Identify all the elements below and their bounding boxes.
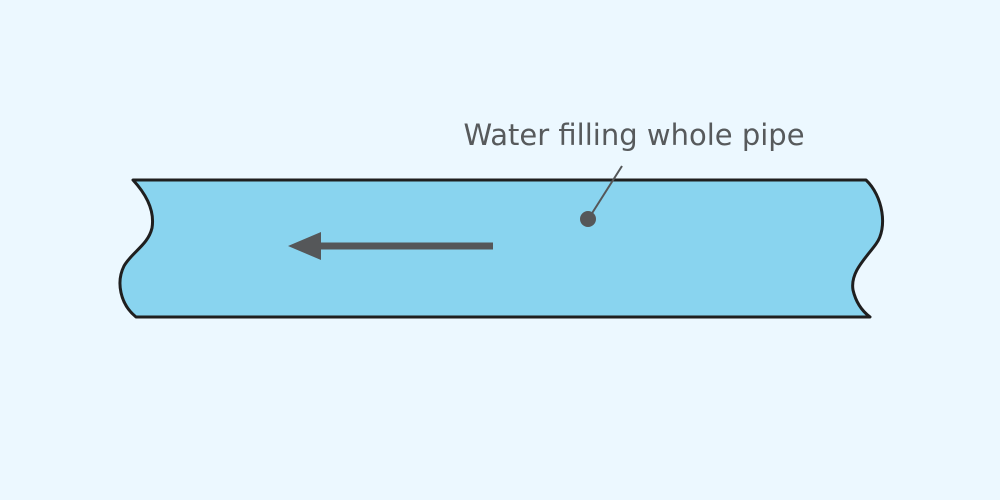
callout-dot (580, 211, 596, 227)
flow-arrow (288, 232, 493, 260)
callout: Water filling whole pipe (463, 118, 805, 227)
callout-label: Water filling whole pipe (463, 118, 804, 152)
flow-arrow-head (288, 232, 321, 260)
water-filled-pipe (118, 178, 885, 319)
callout-leader-line (588, 165, 623, 219)
